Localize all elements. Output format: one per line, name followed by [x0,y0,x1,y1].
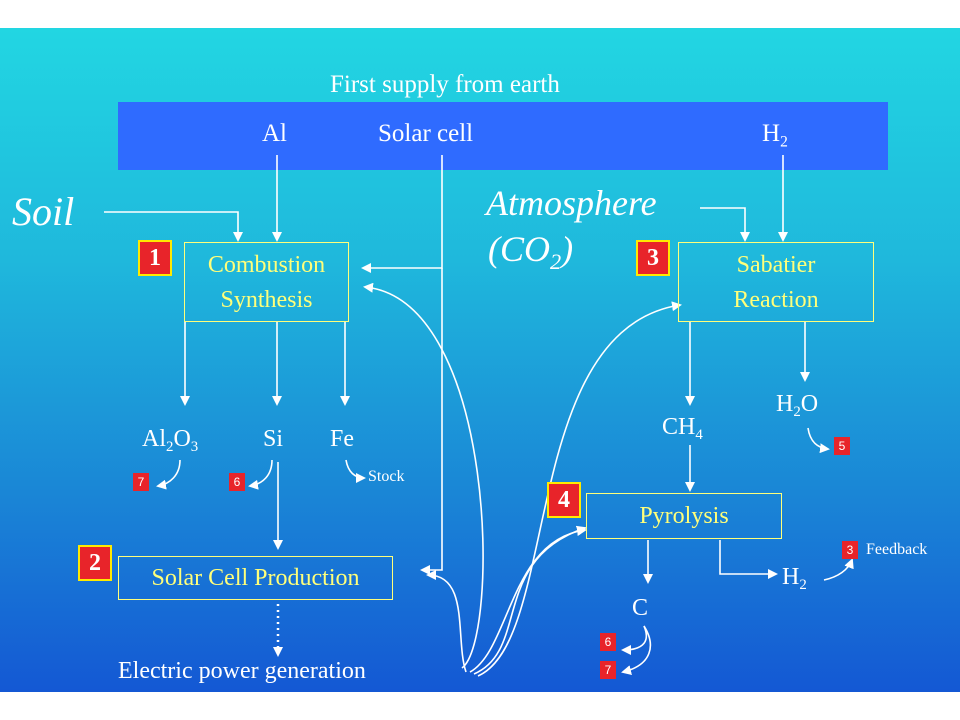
solar-production-label: Solar Cell Production [151,565,360,591]
pyrolysis-label: Pyrolysis [639,503,729,529]
product-ch4: CH4 [662,415,703,443]
h2-a: H [782,564,800,590]
supply-bar [118,102,888,170]
badge-3: 3 [636,240,670,276]
sabatier-line1: Sabatier [736,252,816,278]
small-badge-feedback: 3 [842,541,858,559]
product-c: C [632,595,649,621]
supply-h2: H2 [762,121,788,150]
electric-power-label: Electric power generation [118,658,366,684]
h2o-s: 2 [793,404,801,421]
al2o3-a: Al [142,426,166,452]
small-badge-c-top: 6 [600,633,616,651]
supply-al: Al [262,120,287,147]
product-h2: H2 [782,565,807,593]
small-badge-si: 6 [229,473,245,491]
sabatier-line2: Reaction [733,287,819,313]
small-badge-c-bottom: 7 [600,661,616,679]
co2-sub: 2 [550,248,562,274]
co2-open: (CO [488,229,550,269]
ch4-s: 4 [695,427,703,444]
solar-cell-production-box [118,556,393,600]
product-fe: Fe [330,426,354,452]
sabatier-reaction-box [678,242,874,322]
combustion-line1: Combustion [207,252,326,278]
al2o3-b: O [173,426,191,452]
badge-2: 2 [78,545,112,581]
h2o-b: O [800,391,819,417]
ch4-a: CH [662,414,696,440]
combustion-line2: Synthesis [220,287,313,313]
combustion-synthesis-box [184,242,349,322]
supply-solar-cell: Solar cell [378,120,474,147]
product-si: Si [263,426,284,452]
badge-1: 1 [138,240,172,276]
pyrolysis-box [586,493,782,539]
small-badge-al2o3: 7 [133,473,149,491]
h2-s: 2 [799,577,807,594]
supply-h2-sub: 2 [780,133,788,151]
co2-close: ) [561,229,574,269]
stock-label: Stock [368,468,405,485]
product-h2o: H2O [776,392,818,420]
badge-4: 4 [547,482,581,518]
product-al2o3: Al2O3 [142,427,198,455]
co2-label: (CO2) [488,231,573,273]
al2o3-s1: 2 [166,439,174,456]
feedback-label: Feedback [866,541,928,558]
soil-label: Soil [12,189,75,234]
small-badge-h2o: 5 [834,437,850,455]
h2o-a: H [776,391,794,417]
supply-h2-text: H [762,120,781,147]
al2o3-s2: 3 [190,439,199,456]
atmosphere-label: Atmosphere [486,183,657,223]
supply-title: First supply from earth [330,71,560,98]
